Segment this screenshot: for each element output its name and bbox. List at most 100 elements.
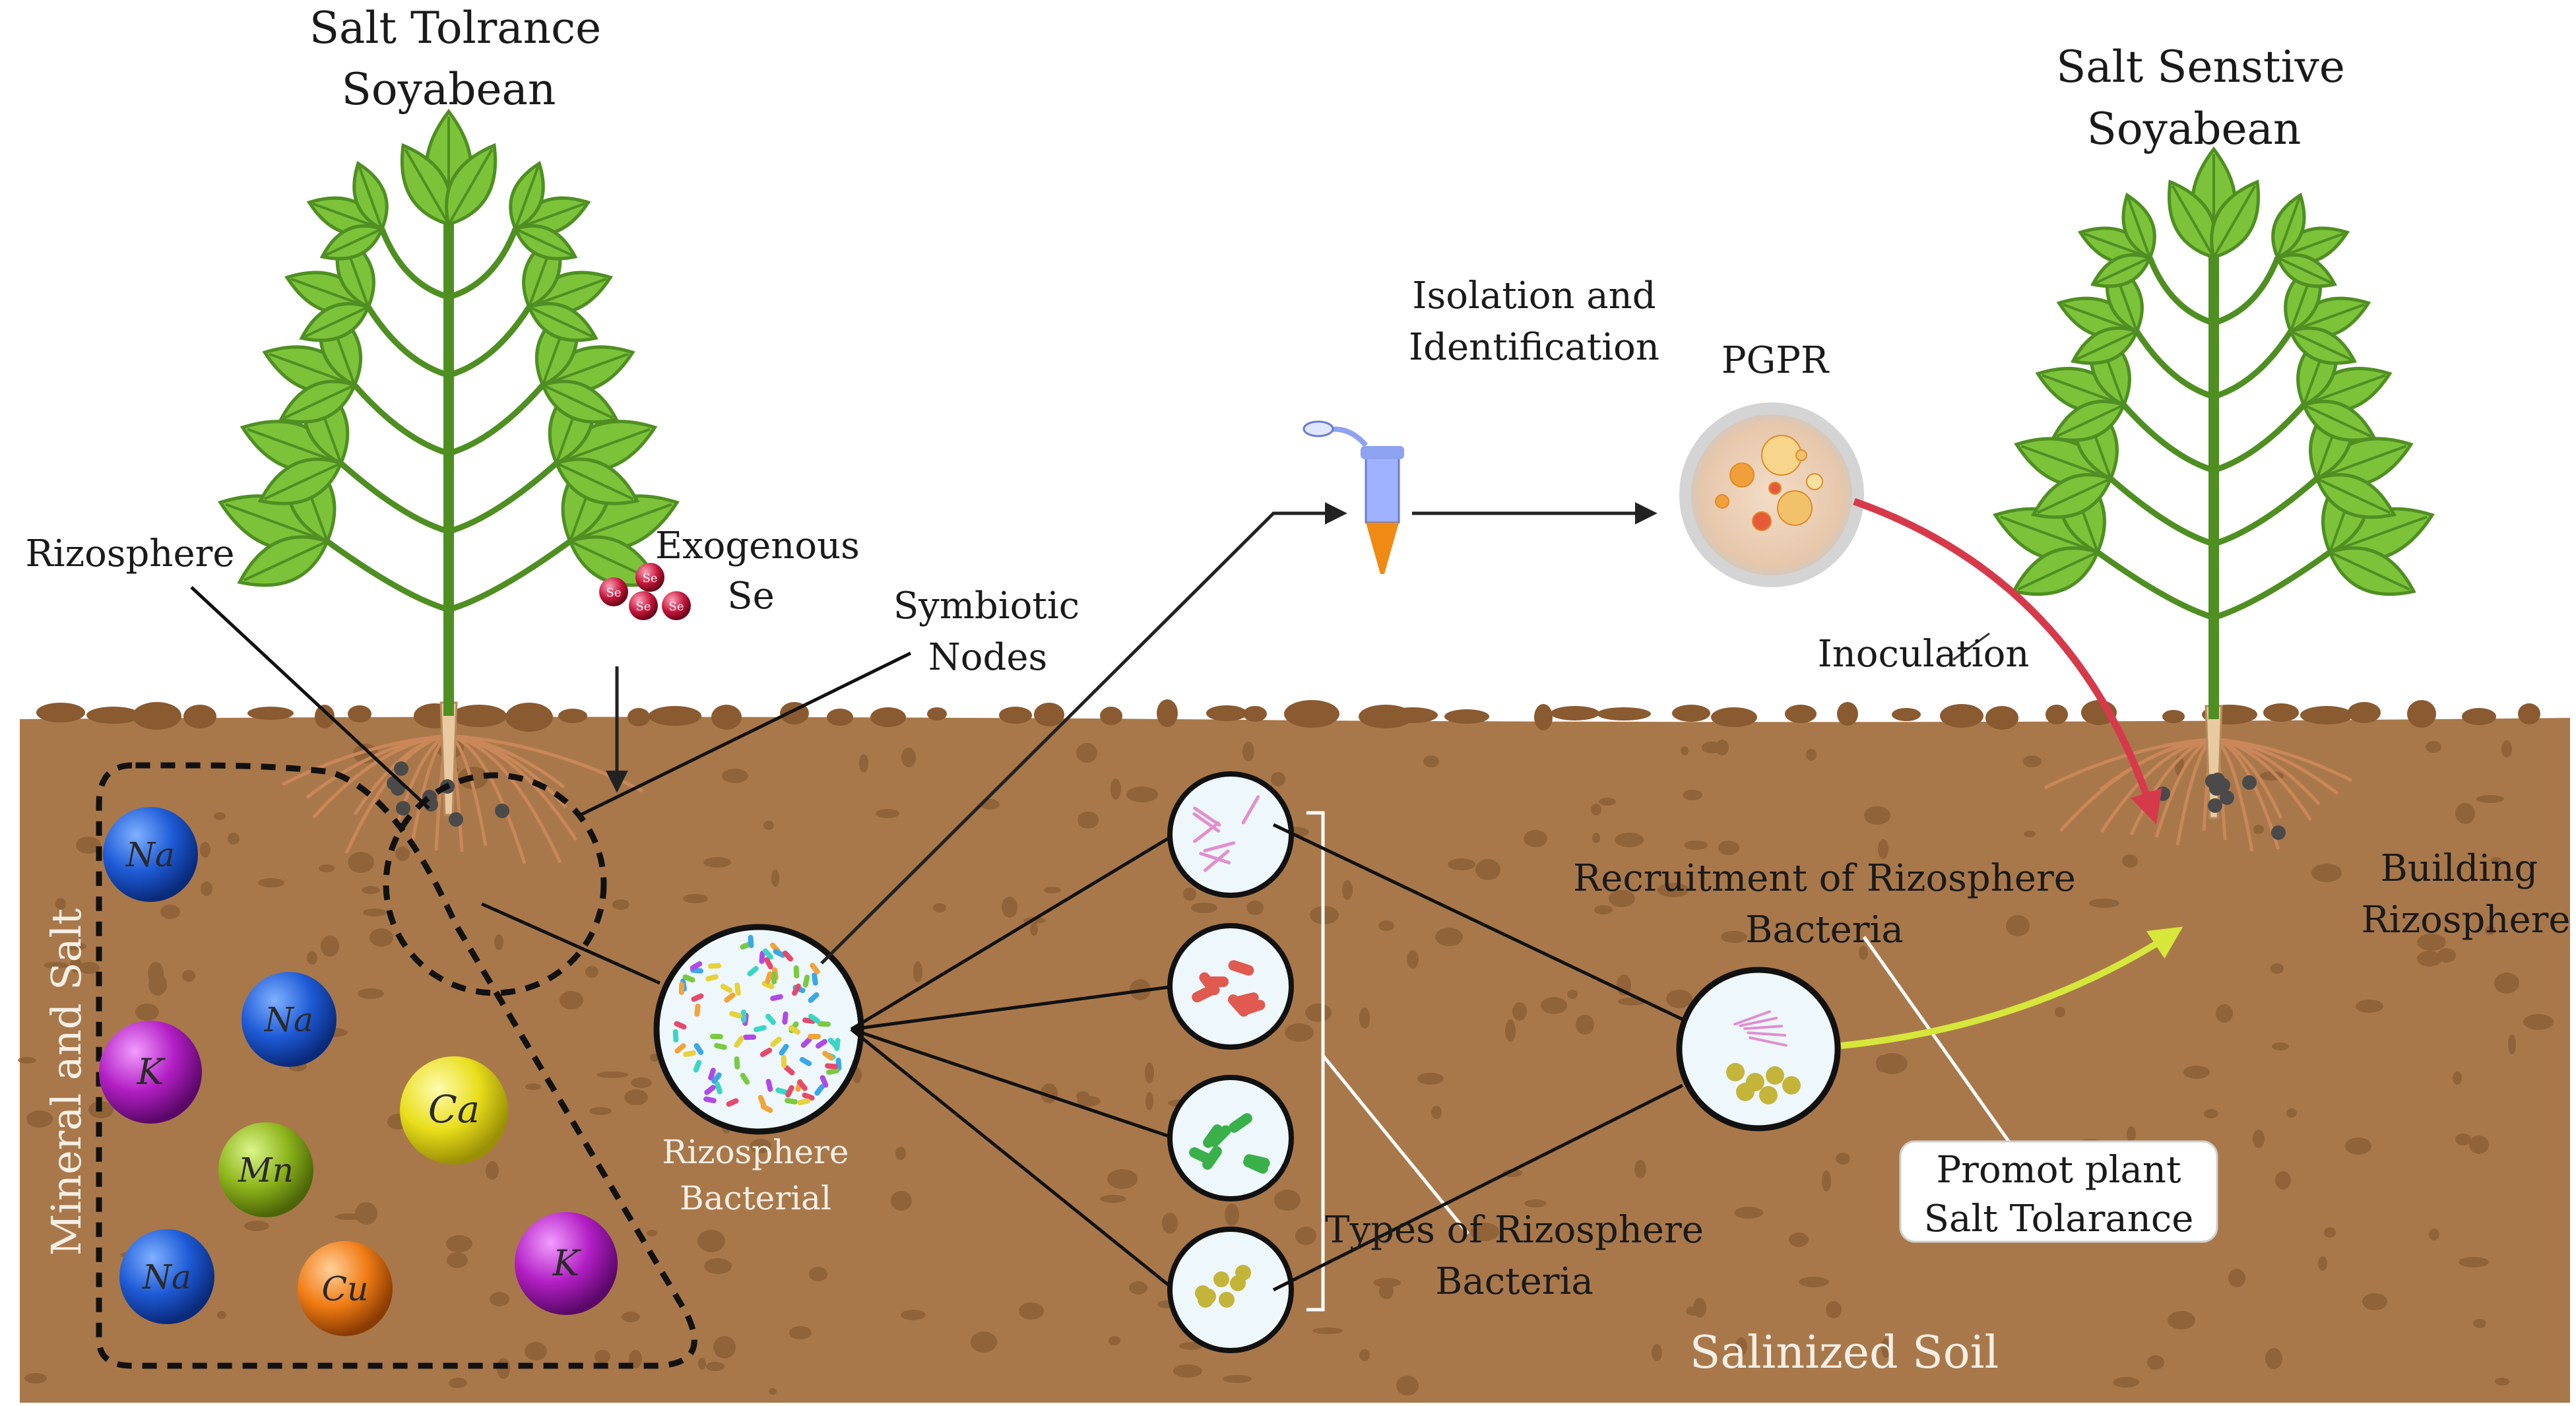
soil-speck xyxy=(2270,963,2284,974)
surface-stone xyxy=(827,709,853,726)
bacterium xyxy=(705,974,719,982)
soil-speck xyxy=(1592,833,1600,843)
leaf-vein xyxy=(269,352,356,387)
rod-bacterium xyxy=(1209,1125,1231,1147)
soil-speck xyxy=(1524,1199,1547,1207)
soil-speck xyxy=(160,905,180,919)
bacterium xyxy=(714,1042,727,1050)
rod-bacterium xyxy=(1229,1113,1252,1133)
bacterium xyxy=(782,950,794,962)
types-bracket xyxy=(1306,811,1325,1312)
ion-k-label: K xyxy=(137,1050,166,1093)
bacterium xyxy=(764,957,773,970)
soil-speck xyxy=(1836,1153,1850,1165)
leaf-vein xyxy=(569,503,672,543)
soil-speck xyxy=(1735,1337,1747,1356)
bacterium xyxy=(734,1056,740,1070)
soil-speck xyxy=(1030,922,1038,936)
soil-speck xyxy=(1881,1338,1890,1358)
soil-speck xyxy=(1225,1203,1239,1226)
soil-speck xyxy=(1111,779,1121,800)
soil-speck xyxy=(2523,1014,2554,1030)
soil-speck xyxy=(1407,950,1419,969)
bacterium xyxy=(720,984,733,993)
coccus xyxy=(1230,1275,1246,1291)
soil-speck xyxy=(2417,951,2442,967)
soil-speck xyxy=(2453,1071,2462,1085)
soil-speck xyxy=(2122,854,2138,868)
leaf-vein xyxy=(2276,256,2333,284)
mineral-salt-label: Mineral and Salt xyxy=(42,909,90,1256)
leaf-vein xyxy=(304,305,369,338)
soil-speck xyxy=(1145,1062,1154,1083)
bacterium xyxy=(765,1079,773,1092)
surface-stone xyxy=(1837,702,1858,726)
recruited-rod xyxy=(1747,1031,1787,1037)
leaf-vein xyxy=(2000,515,2098,554)
soil-speck xyxy=(763,821,774,830)
soil-speck xyxy=(1312,1327,1343,1334)
rizosphere-bacterial-label-2: Bacterial xyxy=(680,1179,831,1217)
bacterium xyxy=(812,973,818,986)
soil-speck xyxy=(1246,901,1264,915)
coccus xyxy=(1198,1292,1213,1308)
soil-speck xyxy=(560,991,583,1009)
soil-speck xyxy=(2495,1378,2509,1386)
soil-speck xyxy=(1002,897,1017,918)
soil-speck xyxy=(1877,1053,1908,1074)
promot-box xyxy=(1899,1140,2218,1243)
soil-speck xyxy=(595,1350,610,1363)
bacterium xyxy=(802,975,810,988)
types-label-2: Bacteria xyxy=(1435,1260,1594,1303)
soil-speck xyxy=(2272,1042,2289,1050)
recruited-coccus xyxy=(1782,1076,1801,1095)
surface-stone xyxy=(1597,707,1651,720)
soil-speck xyxy=(1305,1004,1332,1022)
bacterial-colony xyxy=(1715,494,1729,509)
bacteria-type-3-circle xyxy=(1167,1075,1294,1201)
soil-speck xyxy=(2324,1227,2336,1238)
soil-speck xyxy=(1789,1232,1809,1247)
bacterium xyxy=(715,1081,723,1095)
rizosphere-leader xyxy=(190,586,430,810)
soil-speck xyxy=(447,1252,468,1268)
bacterium xyxy=(825,1063,838,1070)
soil-speck xyxy=(589,1107,612,1115)
soil-speck xyxy=(622,1312,640,1322)
pgpr-petri-dish-icon xyxy=(1679,402,1864,587)
pgpr-label: PGPR xyxy=(1722,339,1830,382)
bacterium xyxy=(703,1096,717,1104)
bacterium xyxy=(682,974,695,983)
soil-speck xyxy=(1242,742,1254,761)
bacterium xyxy=(800,1037,812,1048)
bacterium xyxy=(793,965,800,978)
bacterium xyxy=(770,994,783,1002)
bacterial-colony xyxy=(1795,449,1807,461)
bacterium xyxy=(826,1068,839,1075)
bacterium xyxy=(759,1047,773,1058)
ion-na-ball xyxy=(103,807,198,902)
exogenous-label-1: Exogenous xyxy=(655,525,860,567)
soil-speck xyxy=(1126,786,1158,802)
surface-stone xyxy=(2045,705,2068,724)
soil-speck xyxy=(449,1378,467,1388)
isolation-label-1: Isolation and xyxy=(1412,274,1656,317)
soil-speck xyxy=(1615,833,1644,847)
surface-stone xyxy=(2518,703,2540,724)
surface-stone xyxy=(86,707,141,724)
bacterium xyxy=(754,1025,767,1033)
leaf-vein xyxy=(2329,551,2410,591)
recruitment-label-1: Recruitment of Rizosphere xyxy=(1573,857,2076,900)
soil-speck xyxy=(789,1326,812,1339)
ion-ca-label: Ca xyxy=(428,1087,480,1132)
salt-tolerant-soybean-plant xyxy=(218,108,680,864)
ion-mn-label: Mn xyxy=(238,1151,294,1190)
zone-to-bacterial-line xyxy=(480,902,661,985)
symbiotic-label-1: Symbiotic xyxy=(893,585,1079,627)
bacteria-type-1-circle xyxy=(1167,771,1294,898)
soil-speck xyxy=(2253,1130,2265,1148)
soil-speck xyxy=(200,842,210,858)
soil-speck xyxy=(1129,1281,1147,1294)
soil-speck xyxy=(1359,1007,1370,1029)
ion-na-ball xyxy=(119,1229,214,1324)
